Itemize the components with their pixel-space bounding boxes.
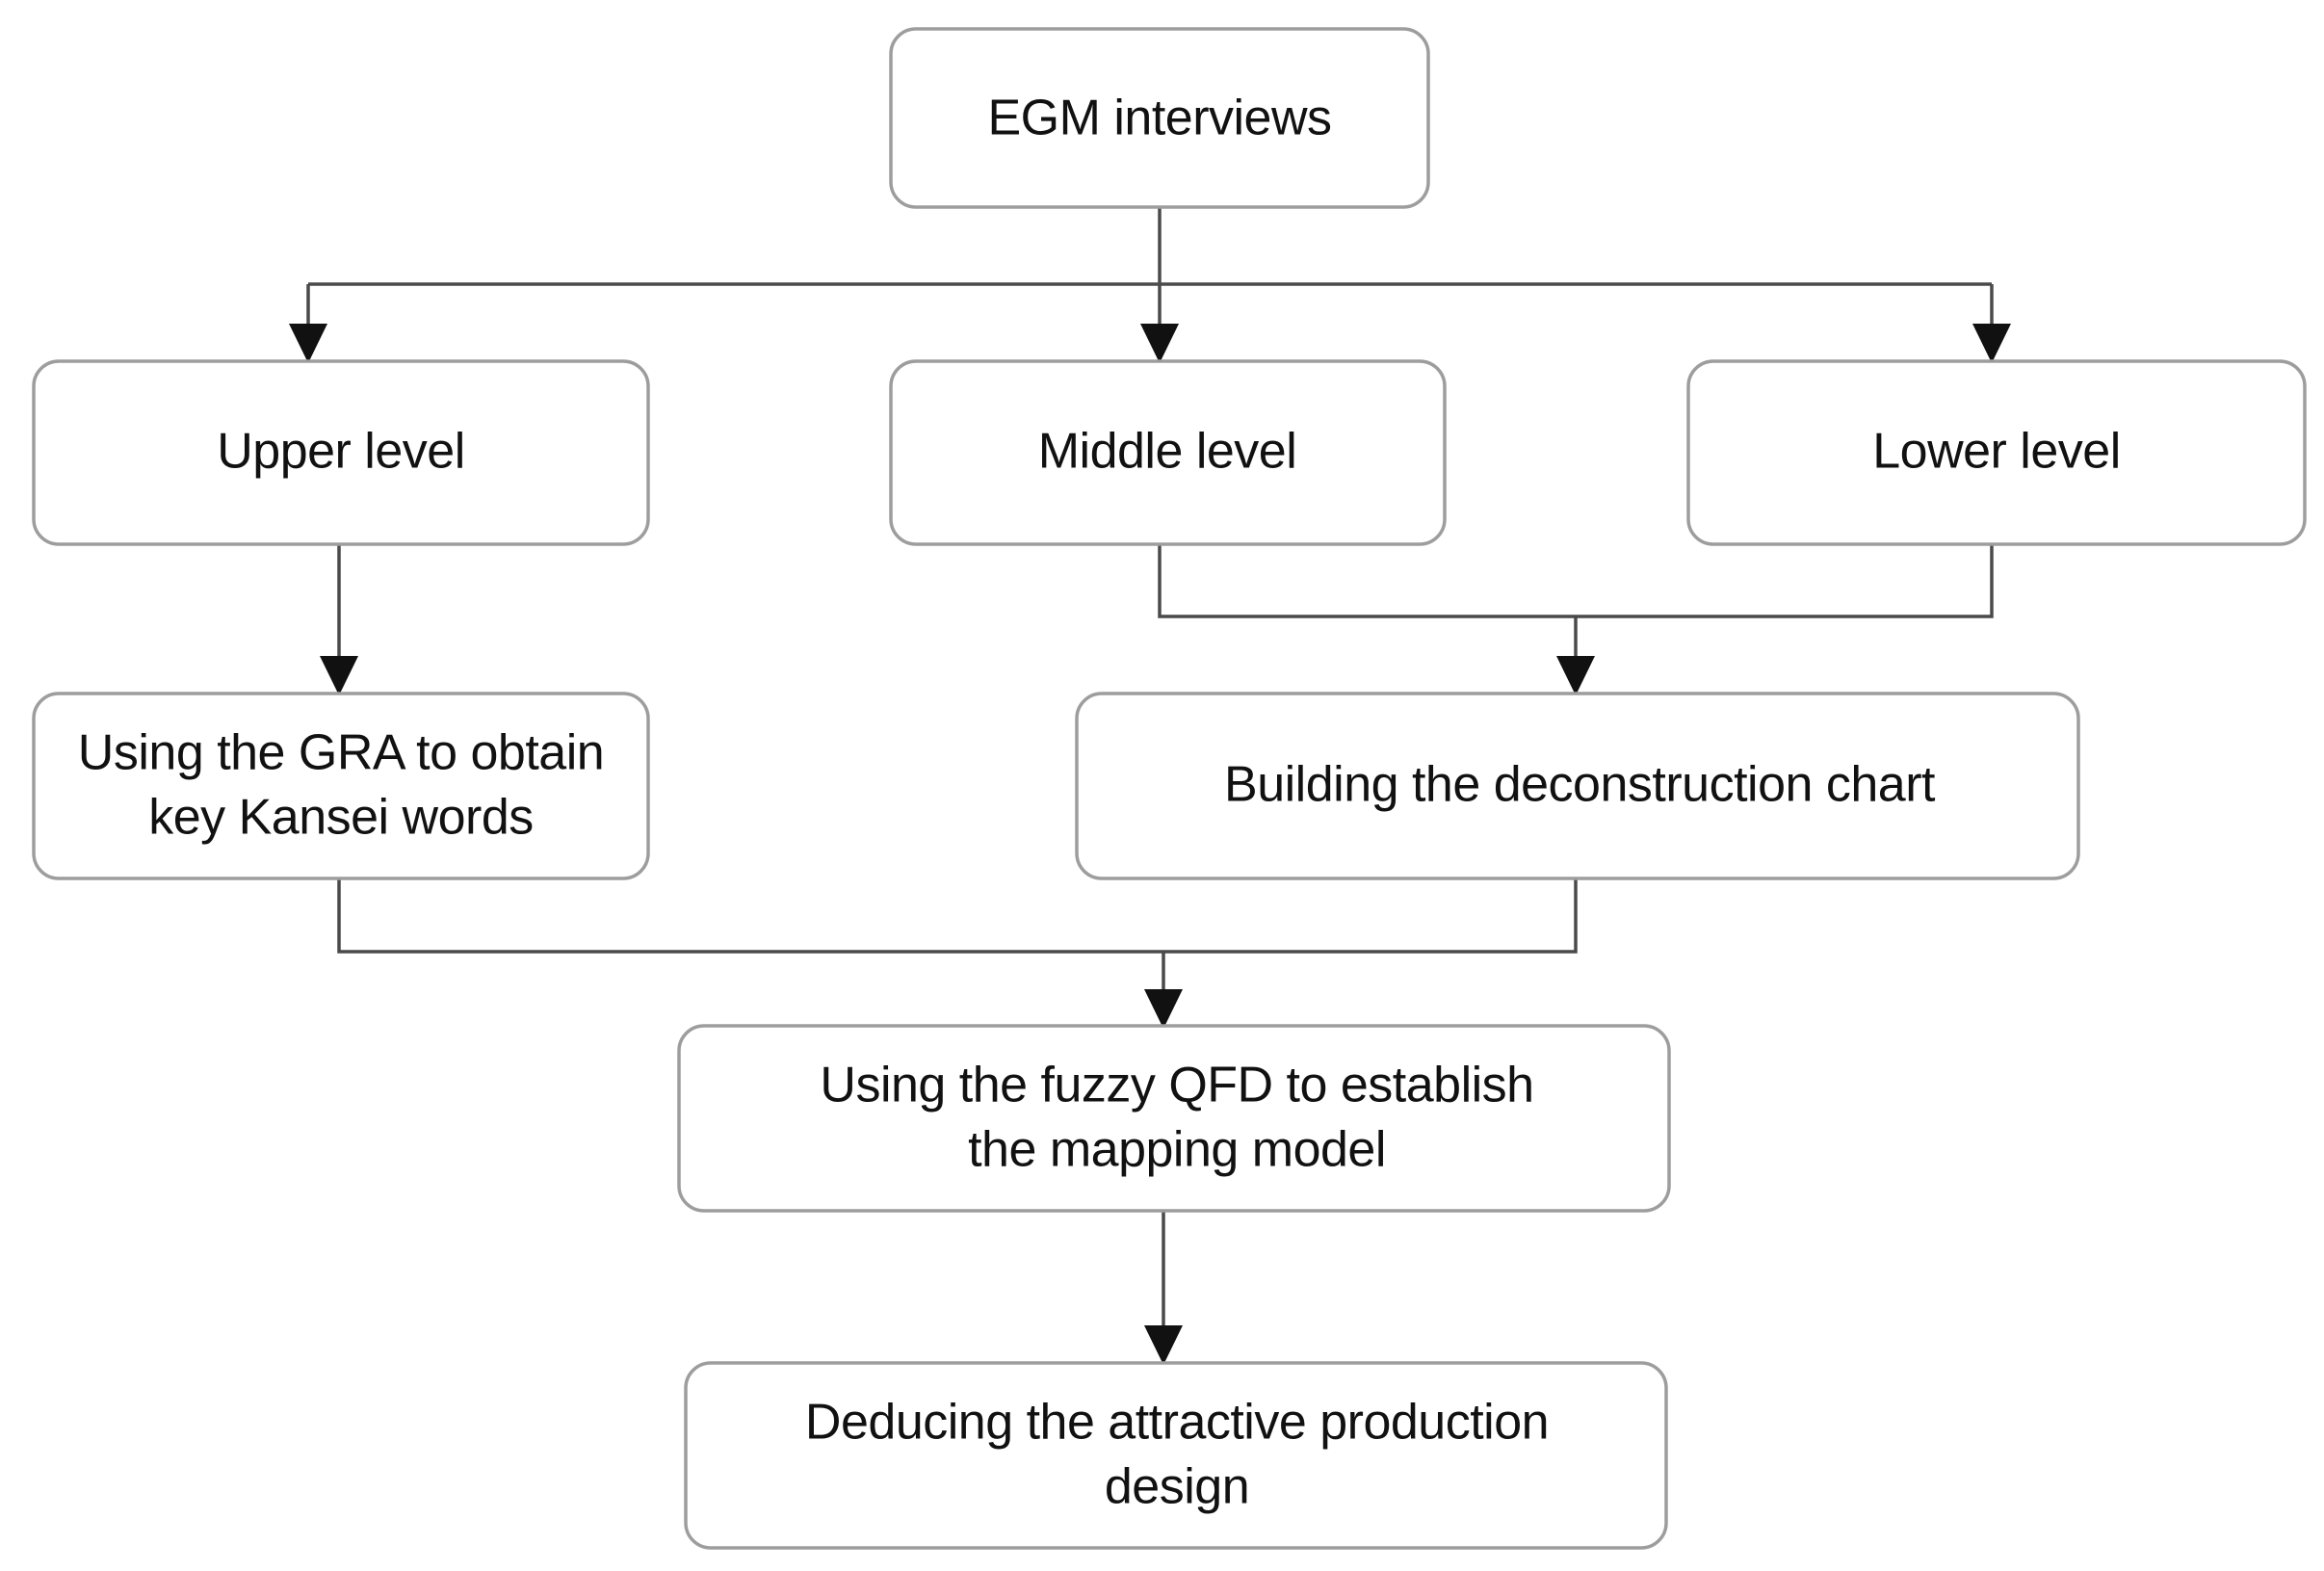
edge-bus-to-upper-arrowhead	[289, 324, 327, 363]
edge-upper-level-to-gra	[320, 544, 358, 695]
edge-qfd-to-production-design	[1144, 1211, 1183, 1365]
node-upper-level-box[interactable]	[32, 359, 650, 546]
edge-gra-chart-merge-bus	[337, 878, 1578, 954]
node-egm-interviews-box[interactable]	[889, 27, 1430, 209]
node-middle-level-label: Middle level	[1038, 424, 1297, 480]
node-fuzzy-qfd-mapping-label-line-2: the mapping model	[968, 1122, 1386, 1178]
edge-bus-to-lower-arrowhead	[1972, 324, 2011, 363]
node-gra-kansei-words-box[interactable]	[32, 692, 650, 880]
node-lower-level-label: Lower level	[1872, 424, 2121, 480]
node-egm-interviews[interactable]: EGM interviews	[889, 27, 1430, 209]
node-attractive-production-design[interactable]: Deducing the attractive production desig…	[684, 1361, 1668, 1550]
node-attractive-production-design-box[interactable]	[684, 1361, 1668, 1550]
node-deconstruction-chart[interactable]: Building the deconstruction chart	[1075, 692, 2080, 880]
node-lower-level[interactable]: Lower level	[1686, 359, 2307, 546]
node-deconstruction-chart-box[interactable]	[1075, 692, 2080, 880]
node-fuzzy-qfd-mapping-box[interactable]	[677, 1024, 1671, 1213]
node-egm-interviews-label: EGM interviews	[987, 91, 1331, 146]
node-upper-level-label: Upper level	[217, 424, 465, 480]
edge-merge-to-qfd-arrowhead	[1144, 989, 1183, 1029]
edge-bus-to-upper-level	[289, 284, 327, 363]
node-fuzzy-qfd-mapping[interactable]: Using the fuzzy QFD to establish the map…	[677, 1024, 1671, 1213]
edge-upper-to-gra-arrowhead	[320, 656, 358, 695]
edge-gra-chart-merge-to-qfd	[337, 878, 1578, 1029]
node-gra-kansei-words[interactable]: Using the GRA to obtain key Kansei words	[32, 692, 650, 880]
edge-egm-to-middle-level	[1140, 207, 1179, 363]
node-attractive-production-design-label-line-2: design	[1105, 1459, 1249, 1515]
edge-levels-merge-bus	[1158, 544, 1994, 618]
node-lower-level-box[interactable]	[1686, 359, 2307, 546]
node-gra-kansei-words-label-line-2: key Kansei words	[148, 790, 534, 846]
node-upper-level[interactable]: Upper level	[32, 359, 650, 546]
node-gra-kansei-words-label-line-1: Using the GRA to obtain	[78, 725, 604, 781]
edge-qfd-to-design-arrowhead	[1144, 1325, 1183, 1365]
node-middle-level[interactable]: Middle level	[889, 359, 1447, 546]
node-layer: EGM interviews Upper level Middle level …	[32, 27, 2307, 1550]
connector-layer	[289, 207, 2011, 1365]
edge-levels-merge-to-deconstruction-chart	[1158, 544, 1994, 695]
node-fuzzy-qfd-mapping-label-line-1: Using the fuzzy QFD to establish	[820, 1058, 1533, 1113]
node-attractive-production-design-label-line-1: Deducing the attractive production	[805, 1395, 1549, 1451]
edge-merge-to-chart-arrowhead	[1556, 656, 1595, 695]
edge-egm-to-middle-arrowhead	[1140, 324, 1179, 363]
edge-bus-to-lower-level	[1972, 284, 2011, 363]
node-middle-level-box[interactable]	[889, 359, 1447, 546]
node-deconstruction-chart-label: Building the deconstruction chart	[1224, 757, 1936, 813]
